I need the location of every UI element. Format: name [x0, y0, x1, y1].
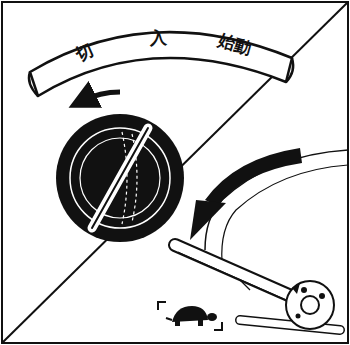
switch-position-label: 入	[150, 30, 168, 48]
